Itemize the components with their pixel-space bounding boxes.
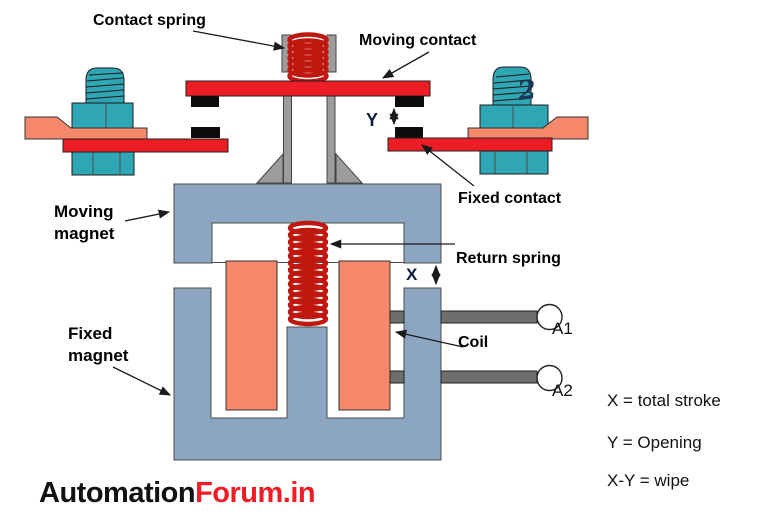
legend-total-stroke: X = total stroke	[607, 391, 721, 410]
right-bolt-threads	[492, 73, 532, 102]
coil-label: Coil	[458, 334, 489, 351]
moving-contact-label: Moving contact	[359, 32, 477, 49]
site-logo-red-part: Forum.in	[195, 477, 316, 509]
right-fixed-contact-bar	[387, 137, 553, 152]
right-terminal-assembly	[387, 66, 589, 175]
return-spring-label: Return spring	[456, 250, 561, 267]
carrier-right-ramp	[335, 152, 364, 184]
site-logo-black-part: Automation	[39, 477, 196, 509]
fixed-contact-pad-right	[395, 127, 423, 138]
right-nut-lower-dividers	[494, 151, 528, 174]
legend-wipe: X-Y = wipe	[607, 471, 690, 490]
moving-contact-pad-left	[191, 96, 219, 107]
moving-contact-pad-right	[395, 96, 424, 107]
fixed-magnet-label-line2: magnet	[68, 346, 129, 365]
dim-x-label: X	[406, 265, 418, 284]
carrier-left-post	[283, 95, 292, 184]
left-fixed-contact-bar	[62, 138, 229, 153]
return-spring-coil	[287, 220, 329, 327]
coil-left-winding	[225, 260, 278, 411]
dim-y-label: Y	[366, 110, 379, 130]
terminal-a1-label: A1	[552, 319, 573, 338]
fixed-contact-label: Fixed contact	[458, 190, 562, 207]
right-nut-lower	[479, 150, 549, 175]
fixed-magnet-label: Fixed magnet	[68, 323, 128, 367]
moving-magnet-label-line1: Moving	[54, 202, 114, 221]
contact-spring-coil	[287, 32, 329, 84]
a1-lead-stub	[389, 310, 405, 324]
contact-spring-label: Contact spring	[93, 12, 206, 29]
site-logo: AutomationForum.in	[39, 477, 316, 510]
left-copper-strap	[24, 116, 148, 140]
a2-lead-stub	[389, 370, 405, 384]
a1-terminal-circle	[536, 303, 563, 331]
moving-contact-bar	[185, 80, 431, 97]
carrier-right-post	[326, 95, 336, 184]
a2-lead	[440, 370, 538, 384]
a2-terminal-circle	[536, 364, 563, 392]
fixed-contact-arrow	[421, 144, 475, 187]
left-nut-lower-dividers	[92, 152, 121, 175]
moving-magnet-arrow	[124, 209, 171, 222]
coil-arrow	[394, 329, 464, 348]
fixed-magnet-shape	[173, 287, 442, 461]
moving-magnet-label-line2: magnet	[54, 224, 115, 243]
terminal-a2-label: A2	[552, 381, 573, 400]
fixed-magnet-arrow	[112, 366, 172, 396]
legend-opening: Y = Opening	[607, 433, 702, 452]
contact-spring-arrow	[192, 30, 286, 51]
fixed-contact-pad-left	[191, 127, 220, 138]
a1-lead	[440, 310, 538, 324]
carrier-left-ramp	[255, 152, 284, 184]
right-nut-upper	[479, 104, 549, 129]
left-nut-upper	[71, 102, 134, 129]
moving-magnet-shape	[173, 183, 442, 264]
fixed-magnet-label-line1: Fixed	[68, 324, 113, 343]
moving-magnet-label: Moving magnet	[54, 201, 114, 245]
left-bolt-threads	[85, 72, 125, 100]
left-nut-lower	[71, 151, 135, 176]
coil-right-winding	[338, 260, 391, 411]
left-terminal-assembly	[24, 67, 229, 176]
moving-contact-arrow	[382, 51, 430, 79]
